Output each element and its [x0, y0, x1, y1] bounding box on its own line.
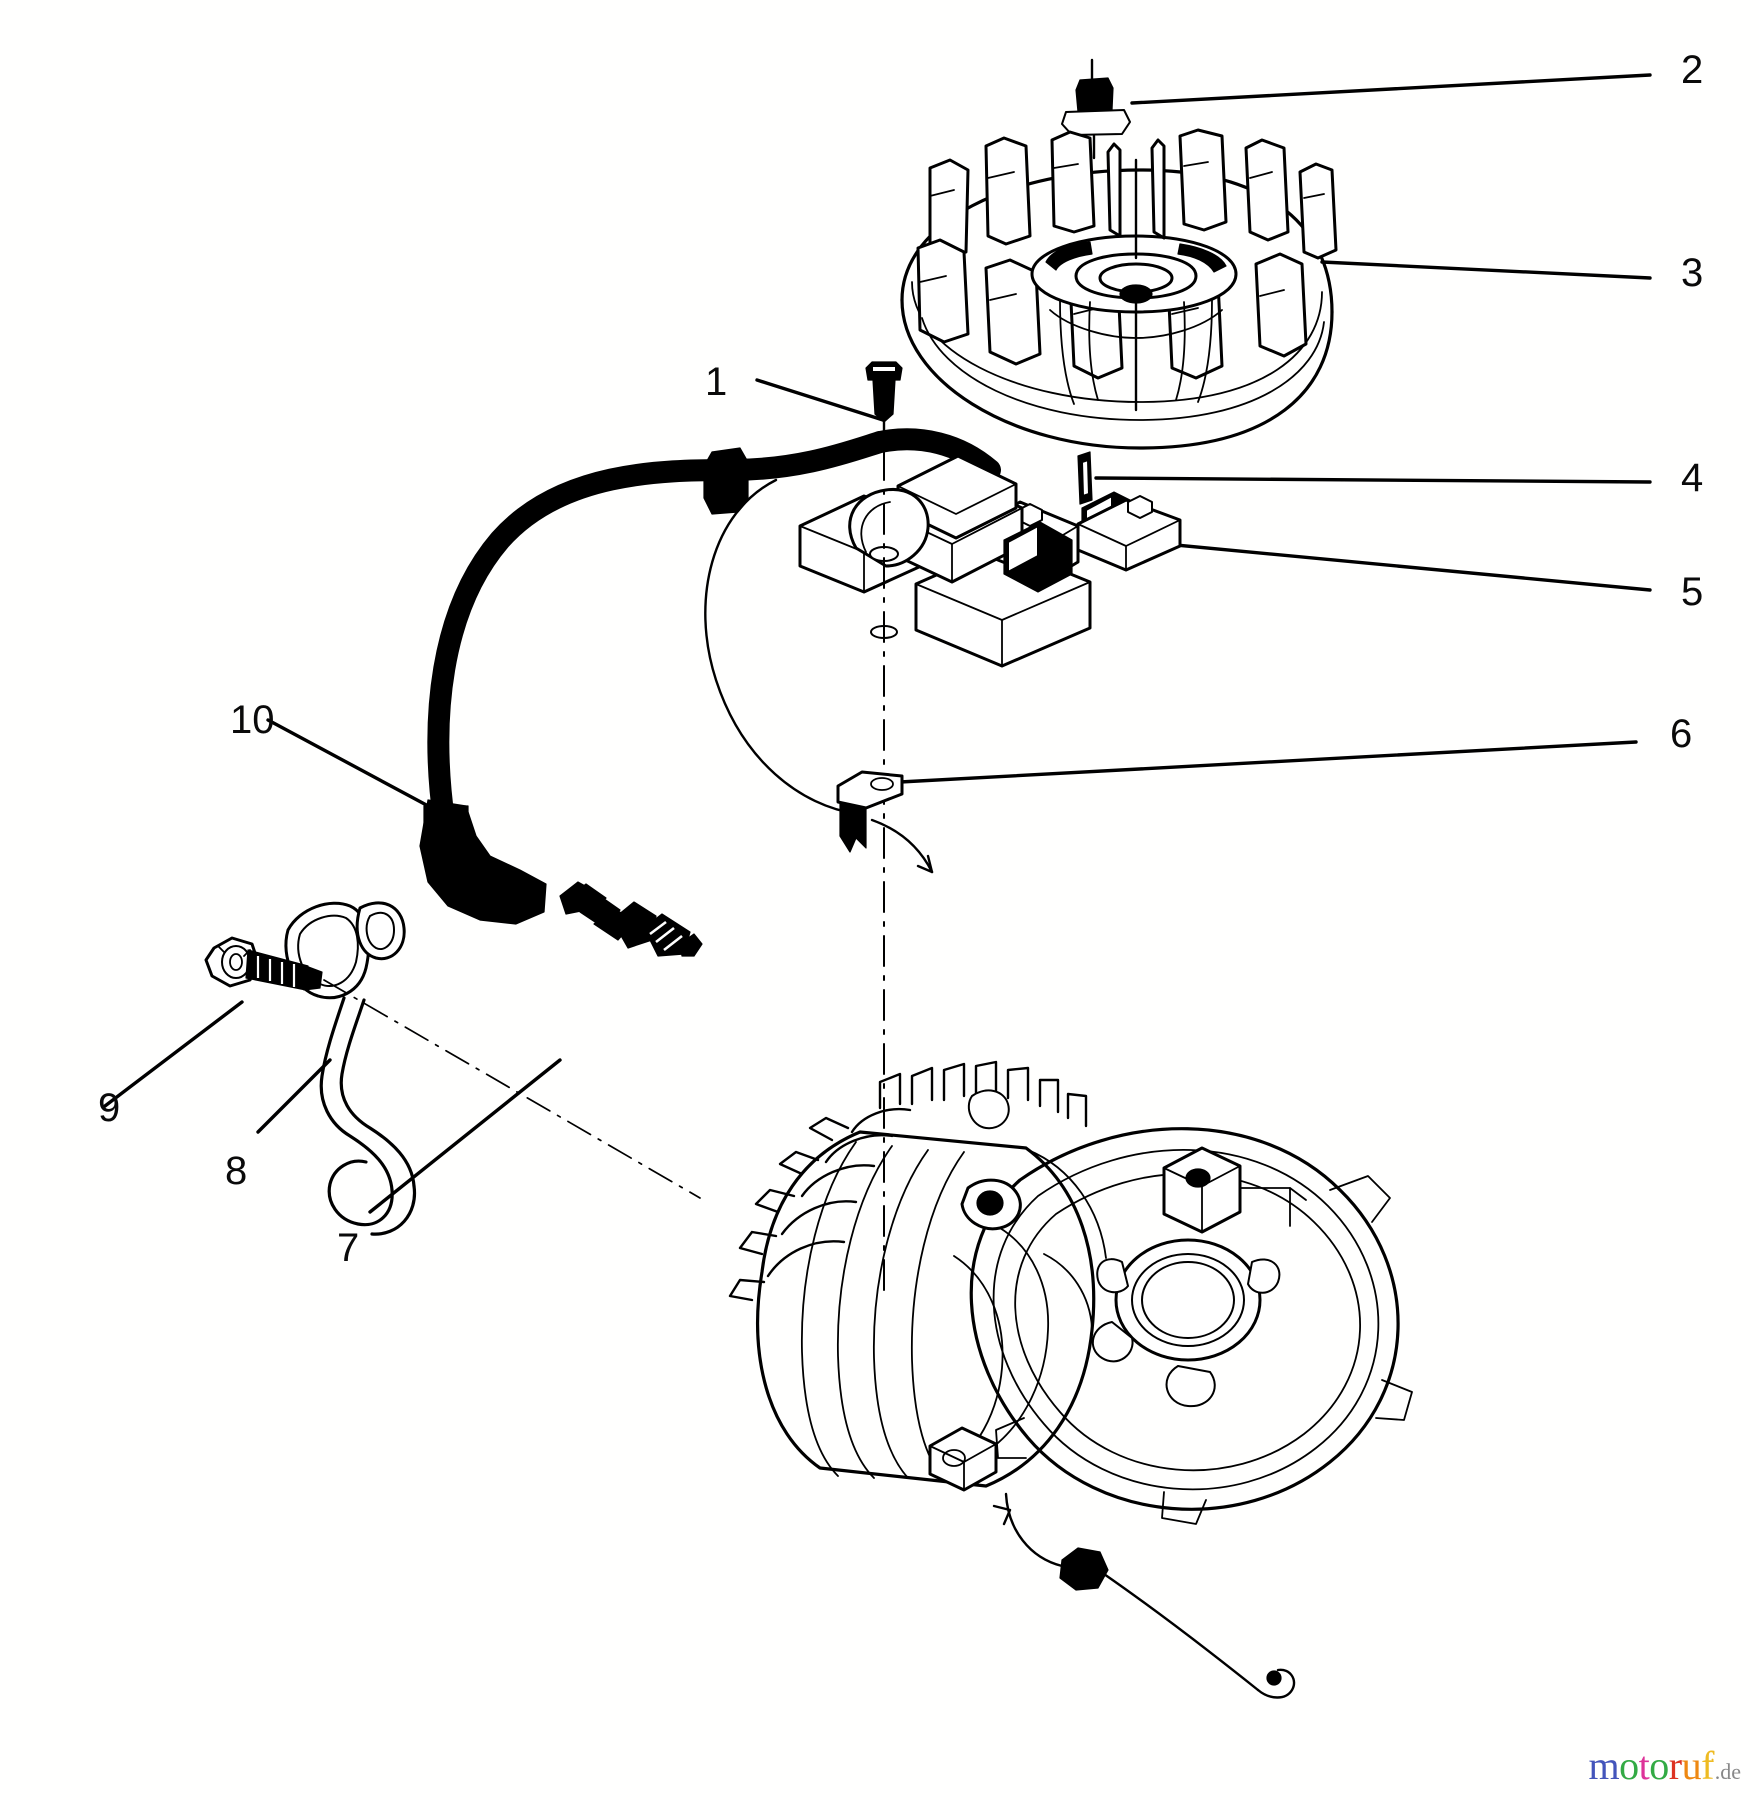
part-3-flywheel-fan: [900, 128, 1338, 450]
motoruf-watermark: motoruf·.de: [1589, 1746, 1742, 1786]
callout-label-9: 9: [98, 1086, 121, 1130]
watermark-letter-o2: o: [1649, 1743, 1669, 1788]
callout-label-5: 5: [1681, 570, 1704, 614]
watermark-letter-r: r: [1668, 1743, 1682, 1788]
callout-label-7: 7: [337, 1226, 360, 1270]
watermark-letter-o1: o: [1619, 1743, 1639, 1788]
callout-label-2: 2: [1681, 48, 1704, 92]
ground-wire-route: [704, 478, 934, 874]
callout-label-1: 1: [705, 360, 728, 404]
watermark-tld: .de: [1714, 1759, 1741, 1784]
part-8-wire-retainer-clip: [284, 901, 417, 1236]
watermark-letter-u: u: [1681, 1743, 1702, 1788]
callout-label-4: 4: [1681, 456, 1704, 500]
part-6-terminal-clip: [836, 770, 904, 853]
part-10-plug-boot: [419, 799, 547, 925]
part-4-flywheel-key: [1077, 451, 1093, 505]
callout-label-3: 3: [1681, 251, 1704, 295]
watermark-letter-f: f: [1701, 1743, 1714, 1788]
kill-wire-bottom: [992, 1492, 1296, 1699]
part-7-spark-plug: [559, 881, 703, 957]
leader-lines: [103, 73, 1652, 1214]
watermark-accent-dot: ·: [1709, 1751, 1715, 1769]
engine-block-assembly: [728, 1060, 1413, 1525]
part-9-flange-screw: [204, 936, 701, 1199]
watermark-letter-m: m: [1588, 1743, 1620, 1788]
callout-label-8: 8: [225, 1149, 248, 1193]
callout-label-10: 10: [230, 698, 275, 742]
part-2-flywheel-nut: [1061, 58, 1131, 160]
part-5-ignition-coil: [427, 428, 1182, 831]
callout-label-6: 6: [1670, 712, 1693, 756]
watermark-letter-t: t: [1638, 1743, 1650, 1788]
